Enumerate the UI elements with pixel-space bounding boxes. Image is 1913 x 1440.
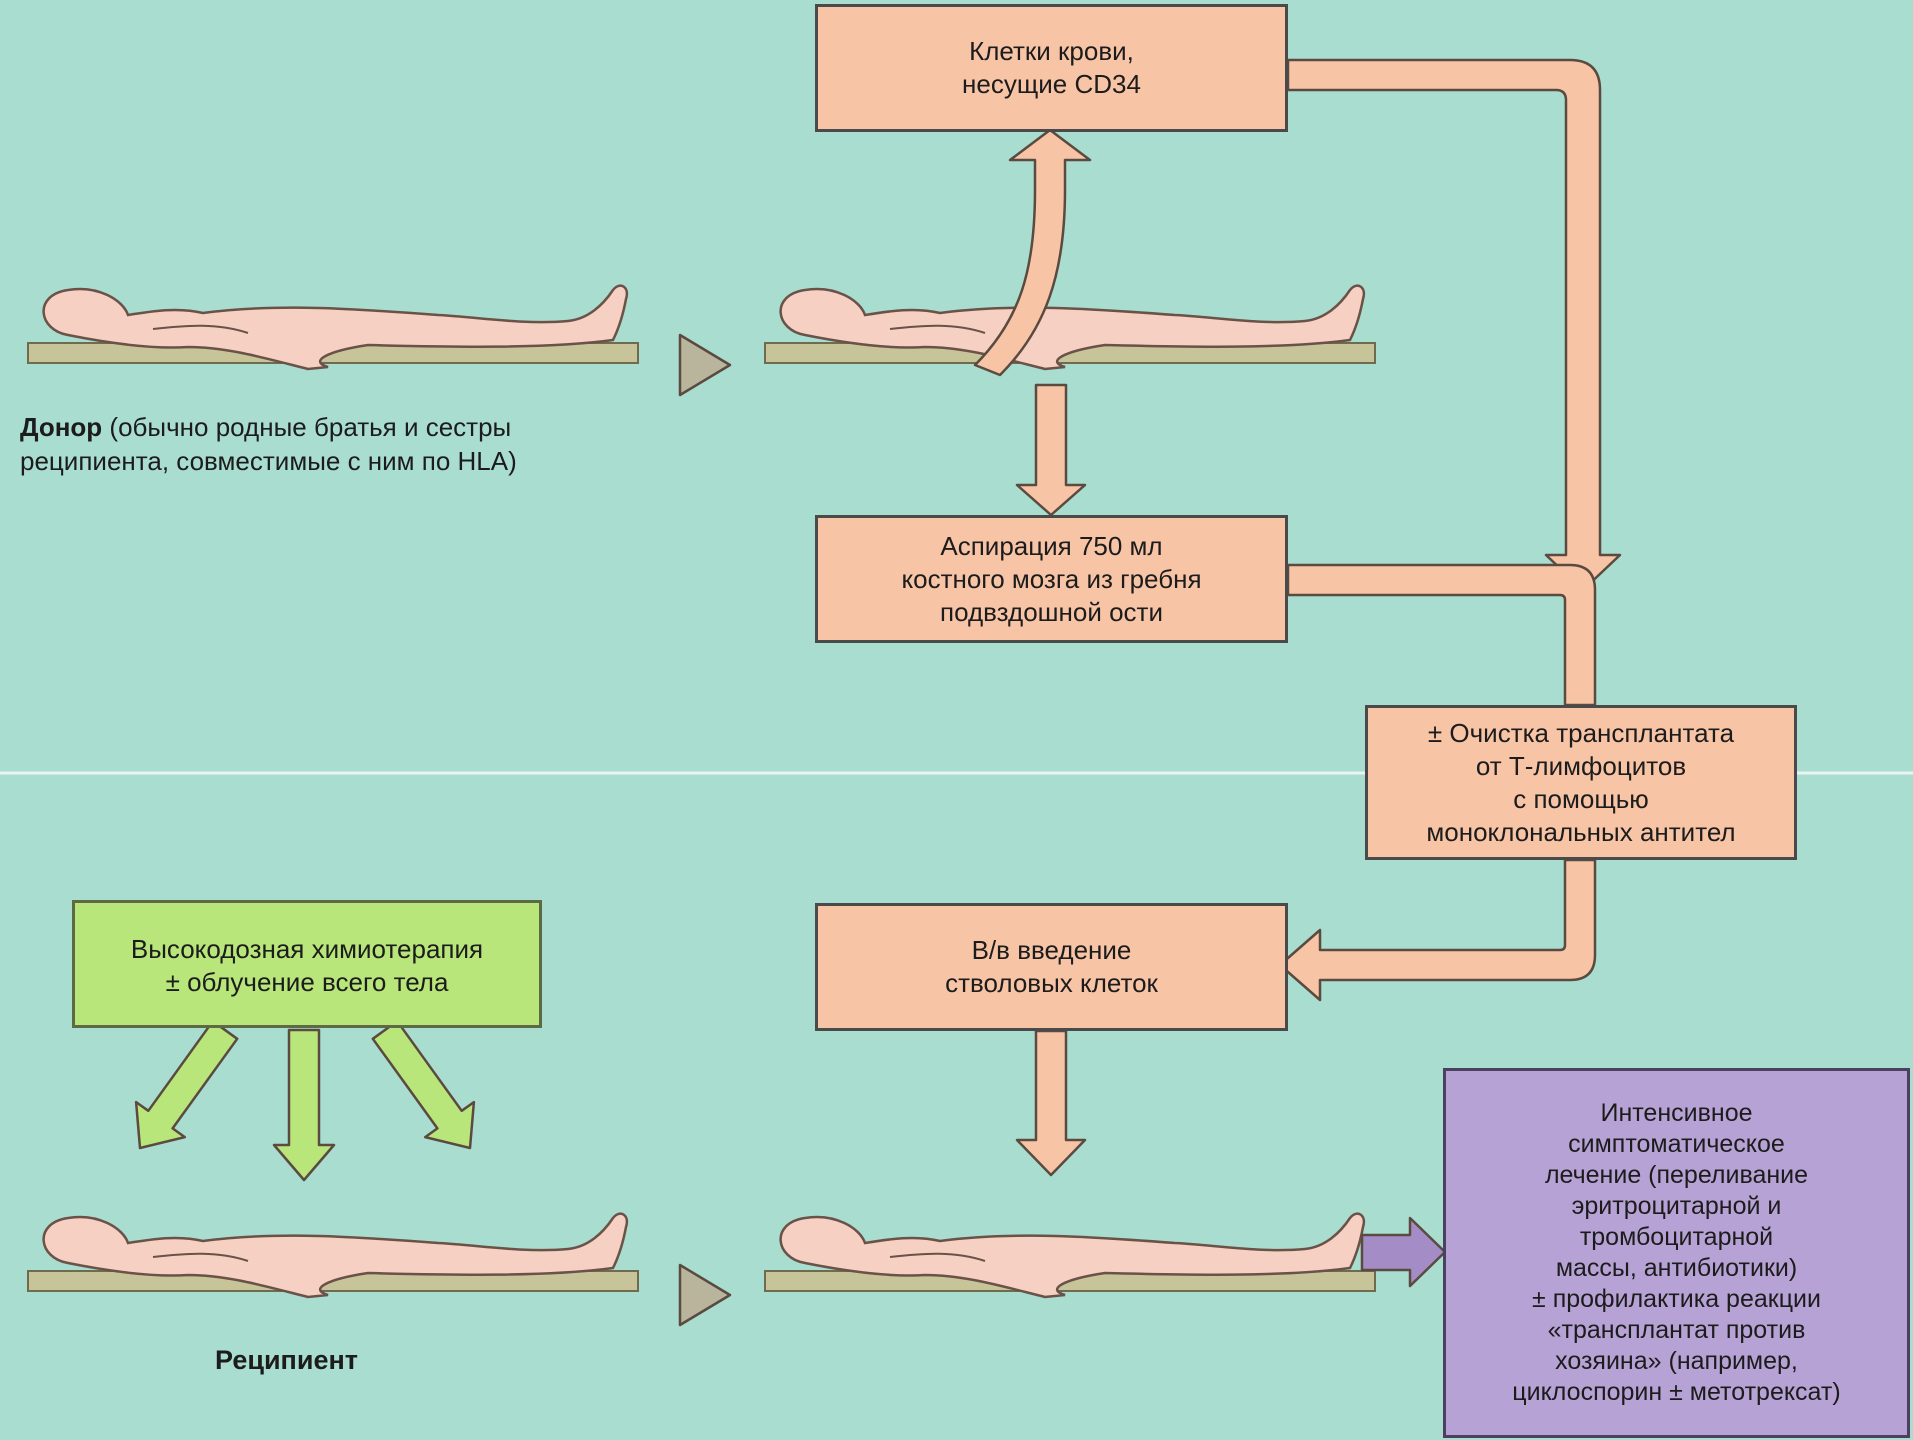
step-triangle-recipient (680, 1265, 730, 1325)
donor-caption: Донор (обычно родные братья и сестры рец… (20, 410, 517, 478)
cd34-cells-box: Клетки крови, несущие CD34 (815, 4, 1288, 132)
supportive-line-10: циклоспорин ± метотрексат) (1512, 1377, 1840, 1408)
pipe-aspiration-to-purging (1288, 565, 1595, 705)
aspiration-line-1: Аспирация 750 мл (940, 530, 1162, 563)
stem-cell-infusion-box: В/в введение стволовых клеток (815, 903, 1288, 1031)
aspiration-line-2: костного мозга из гребня (901, 563, 1201, 596)
donor-label: Донор (20, 412, 102, 442)
arrow-to-aspiration (1017, 385, 1085, 515)
infusion-line-2: стволовых клеток (945, 967, 1158, 1000)
arrow-infusion-to-recipient (1017, 1031, 1085, 1175)
purging-line-2: от Т-лимфоцитов (1476, 750, 1686, 783)
purging-line-1: ± Очистка трансплантата (1428, 717, 1734, 750)
chemo-line-1: Высокодозная химиотерапия (131, 933, 483, 966)
chemo-line-2: ± облучение всего тела (166, 966, 449, 999)
supportive-line-5: тромбоцитарной (1580, 1222, 1773, 1253)
supportive-line-8: «трансплантат против (1548, 1315, 1806, 1346)
donor-caption-line-1: Донор (обычно родные братья и сестры (20, 410, 517, 444)
green-arrow-left (136, 1021, 237, 1148)
donor-aspiration-figure (765, 286, 1375, 369)
supportive-line-9: хозяина» (например, (1555, 1346, 1798, 1377)
supportive-line-6: массы, антибиотики) (1556, 1253, 1797, 1284)
cd34-line-2: несущие CD34 (962, 68, 1141, 101)
supportive-care-box: Интенсивное симптоматическое лечение (пе… (1443, 1068, 1910, 1438)
chemotherapy-box: Высокодозная химиотерапия ± облучение вс… (72, 900, 542, 1028)
donor-figure (28, 286, 638, 369)
supportive-line-1: Интенсивное (1600, 1098, 1752, 1129)
donor-caption-line-2: реципиента, совместимые с ним по HLA) (20, 444, 517, 478)
pipe-purging-to-infusion (1280, 860, 1595, 1000)
green-arrow-center (274, 1030, 334, 1180)
supportive-line-3: лечение (переливание (1545, 1160, 1808, 1191)
cd34-line-1: Клетки крови, (969, 35, 1134, 68)
recipient-label: Реципиент (215, 1345, 358, 1376)
green-arrow-right (373, 1021, 474, 1148)
supportive-line-4: эритроцитарной и (1572, 1191, 1782, 1222)
bone-marrow-aspiration-box: Аспирация 750 мл костного мозга из гребн… (815, 515, 1288, 643)
supportive-line-7: ± профилактика реакции (1532, 1284, 1821, 1315)
supportive-line-2: симптоматическое (1568, 1129, 1785, 1160)
purging-line-4: моноклональных антител (1426, 816, 1735, 849)
aspiration-line-3: подвздошной ости (940, 596, 1163, 629)
recipient-figure (28, 1214, 638, 1297)
purging-line-3: с помощью (1513, 783, 1649, 816)
infusion-line-1: В/в введение (972, 934, 1132, 967)
t-cell-purging-box: ± Очистка трансплантата от Т-лимфоцитов … (1365, 705, 1797, 860)
recipient-transplant-figure (765, 1214, 1375, 1297)
step-triangle-donor (680, 335, 730, 395)
donor-caption-rest: (обычно родные братья и сестры (102, 412, 511, 442)
